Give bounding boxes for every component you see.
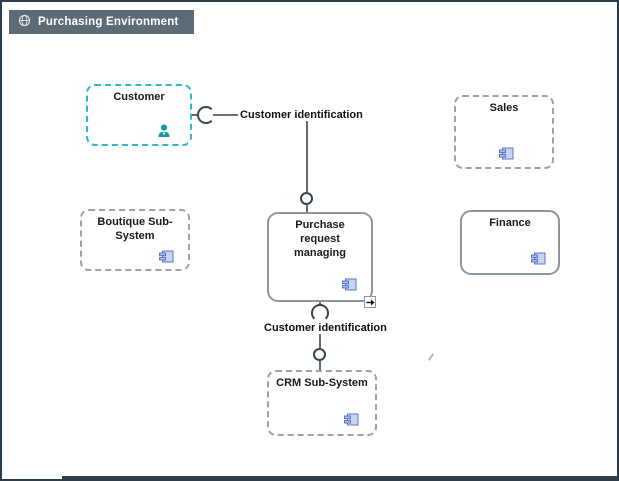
diagram-title: Purchasing Environment bbox=[38, 16, 179, 28]
node-purchase-request-managing[interactable]: Purchase request managing bbox=[267, 212, 373, 302]
node-crm-sub-system[interactable]: CRM Sub-System bbox=[267, 370, 377, 436]
provided-interface-ball-purchase[interactable] bbox=[300, 192, 313, 205]
edge-label-customer-identification-bottom[interactable]: Customer identification bbox=[262, 322, 389, 334]
node-boutique-label: Boutique Sub-System bbox=[97, 216, 173, 242]
node-purchase-label: Purchase request managing bbox=[294, 219, 346, 259]
diagram-title-tab[interactable]: Purchasing Environment bbox=[9, 10, 194, 34]
component-icon bbox=[159, 250, 174, 263]
provided-interface-ball-crm[interactable] bbox=[313, 348, 326, 361]
person-icon bbox=[156, 123, 172, 139]
component-icon bbox=[344, 413, 359, 426]
node-boutique-sub-system[interactable]: Boutique Sub-System bbox=[80, 209, 190, 271]
node-customer-label: Customer bbox=[113, 91, 165, 103]
node-sales[interactable]: Sales bbox=[454, 95, 554, 169]
required-interface-socket-purchase[interactable] bbox=[311, 304, 329, 322]
edge-label-customer-identification-top[interactable]: Customer identification bbox=[238, 109, 365, 121]
component-icon bbox=[531, 252, 546, 265]
component-icon bbox=[342, 278, 357, 291]
hidden-elements-decorator[interactable] bbox=[364, 296, 376, 308]
node-sales-label: Sales bbox=[489, 102, 519, 114]
node-customer[interactable]: Customer bbox=[86, 84, 192, 146]
stray-mark bbox=[427, 353, 435, 361]
node-finance[interactable]: Finance bbox=[460, 210, 560, 275]
node-finance-label: Finance bbox=[489, 217, 531, 229]
node-crm-label: CRM Sub-System bbox=[276, 377, 368, 389]
component-icon bbox=[499, 147, 514, 160]
required-interface-socket-customer[interactable] bbox=[197, 106, 215, 124]
bottom-edge-strip bbox=[62, 476, 617, 479]
globe-icon bbox=[18, 14, 31, 30]
